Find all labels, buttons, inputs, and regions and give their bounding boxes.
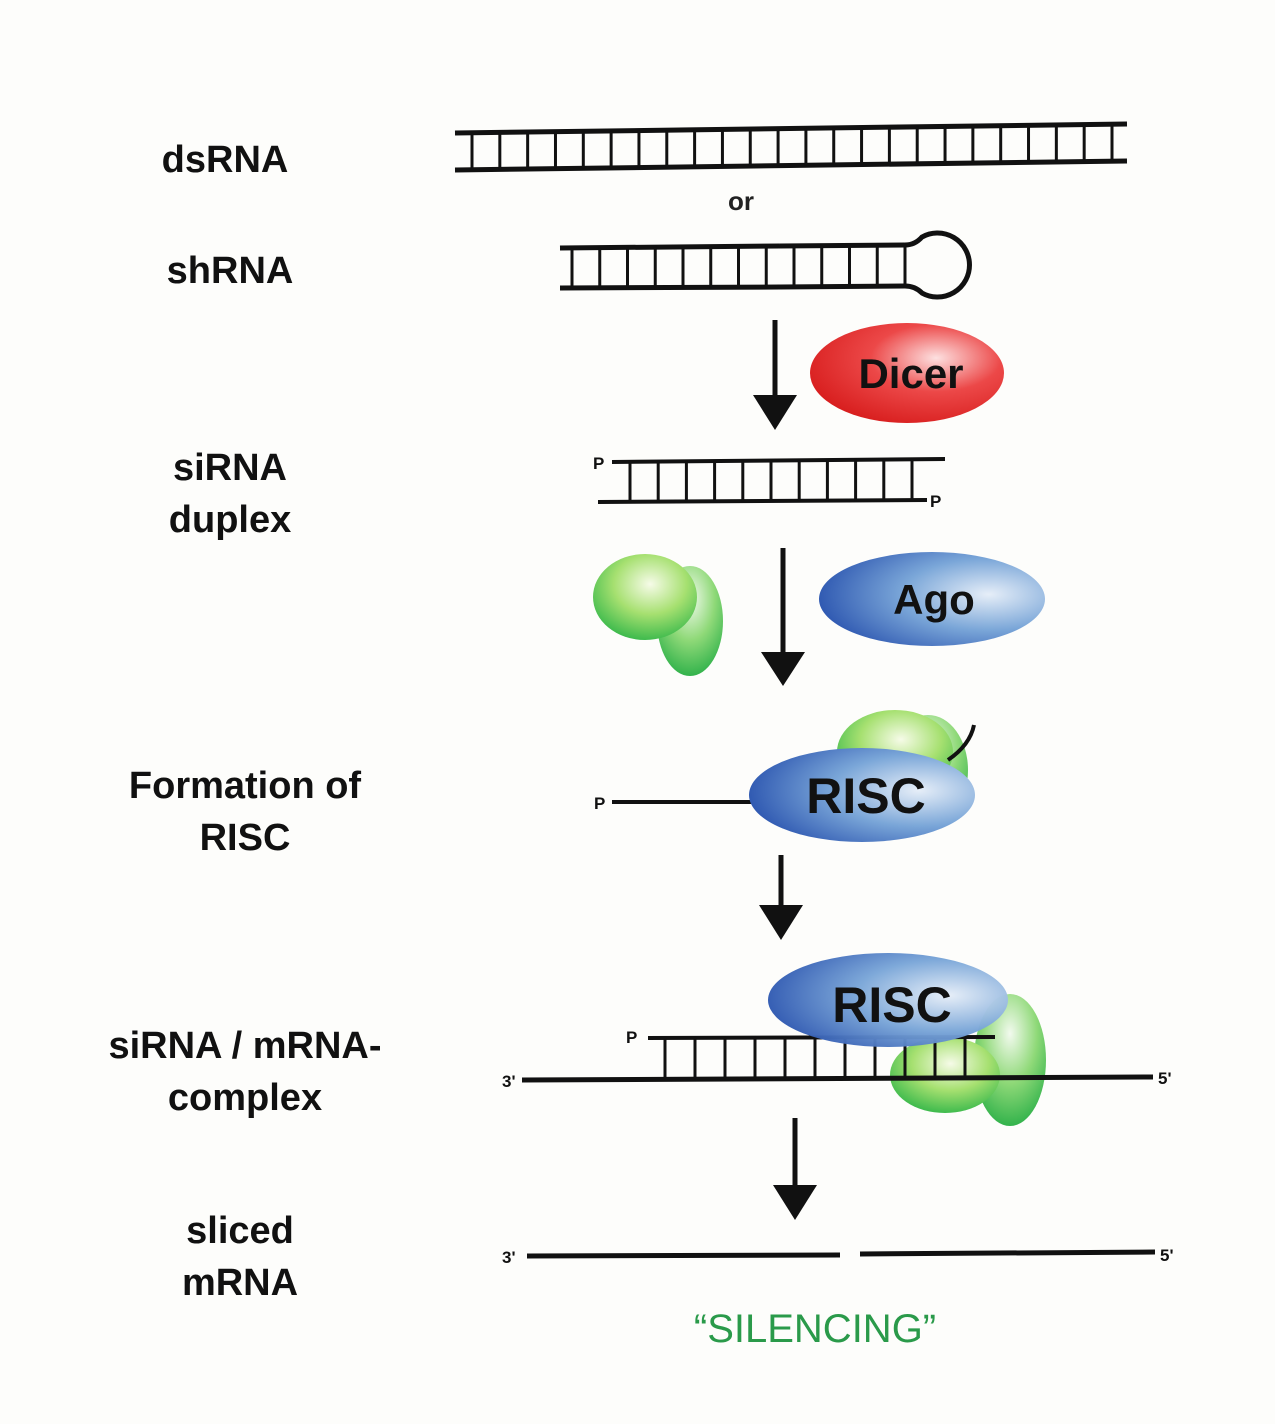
label-sliced-line1: sliced — [186, 1210, 294, 1252]
label-sirna-duplex-line2: duplex — [168, 499, 292, 541]
three-prime-label: 3' — [502, 1072, 516, 1091]
ago-protein: Ago — [819, 552, 1045, 646]
label-sliced-mrna: sliced mRNA — [140, 1205, 340, 1309]
label-complex-line1: siRNA / mRNA- — [108, 1025, 382, 1067]
arrow-down-icon — [753, 320, 797, 430]
svg-text:RISC: RISC — [806, 768, 925, 824]
five-prime-label: 5' — [1158, 1069, 1172, 1088]
shrna-hairpin — [559, 230, 972, 300]
arrow-down-icon — [761, 548, 805, 686]
five-prime-label: 5' — [1160, 1246, 1174, 1265]
phosphate-label: P — [594, 794, 605, 813]
sliced-mrna — [526, 1249, 1156, 1259]
phosphate-label: P — [626, 1028, 637, 1047]
label-sirna-mrna-complex: siRNA / mRNA- complex — [55, 1020, 435, 1124]
risc-formation-complex: RISC — [612, 710, 976, 842]
label-complex-line2: complex — [167, 1077, 323, 1119]
label-risc-formation-line1: Formation of — [128, 765, 362, 807]
dicer-enzyme: Dicer — [810, 323, 1004, 423]
green-protein — [593, 554, 723, 676]
svg-text:Ago: Ago — [893, 576, 975, 623]
label-sliced-line2: mRNA — [181, 1262, 299, 1304]
phosphate-3-label: P — [930, 492, 941, 511]
silencing-outcome: “SILENCING” — [694, 1307, 936, 1351]
svg-text:RISC: RISC — [832, 977, 951, 1033]
label-dsrna: dsRNA — [161, 139, 289, 181]
sirna-mrna-complex: RISC — [521, 953, 1154, 1126]
label-risc-formation-line2: RISC — [199, 817, 291, 859]
label-sirna-duplex-line1: siRNA — [172, 447, 288, 489]
dsrna-ladder — [454, 121, 1128, 173]
phosphate-5-label: P — [593, 454, 604, 473]
sirna-duplex — [597, 457, 946, 504]
or-text: or — [728, 186, 754, 216]
label-shrna: shRNA — [166, 250, 294, 292]
three-prime-label: 3' — [502, 1248, 516, 1267]
arrow-down-icon — [759, 855, 803, 940]
svg-text:Dicer: Dicer — [858, 350, 963, 397]
label-risc-formation: Formation of RISC — [80, 760, 410, 864]
label-sirna-duplex: siRNA duplex — [130, 442, 330, 546]
arrow-down-icon — [773, 1118, 817, 1220]
